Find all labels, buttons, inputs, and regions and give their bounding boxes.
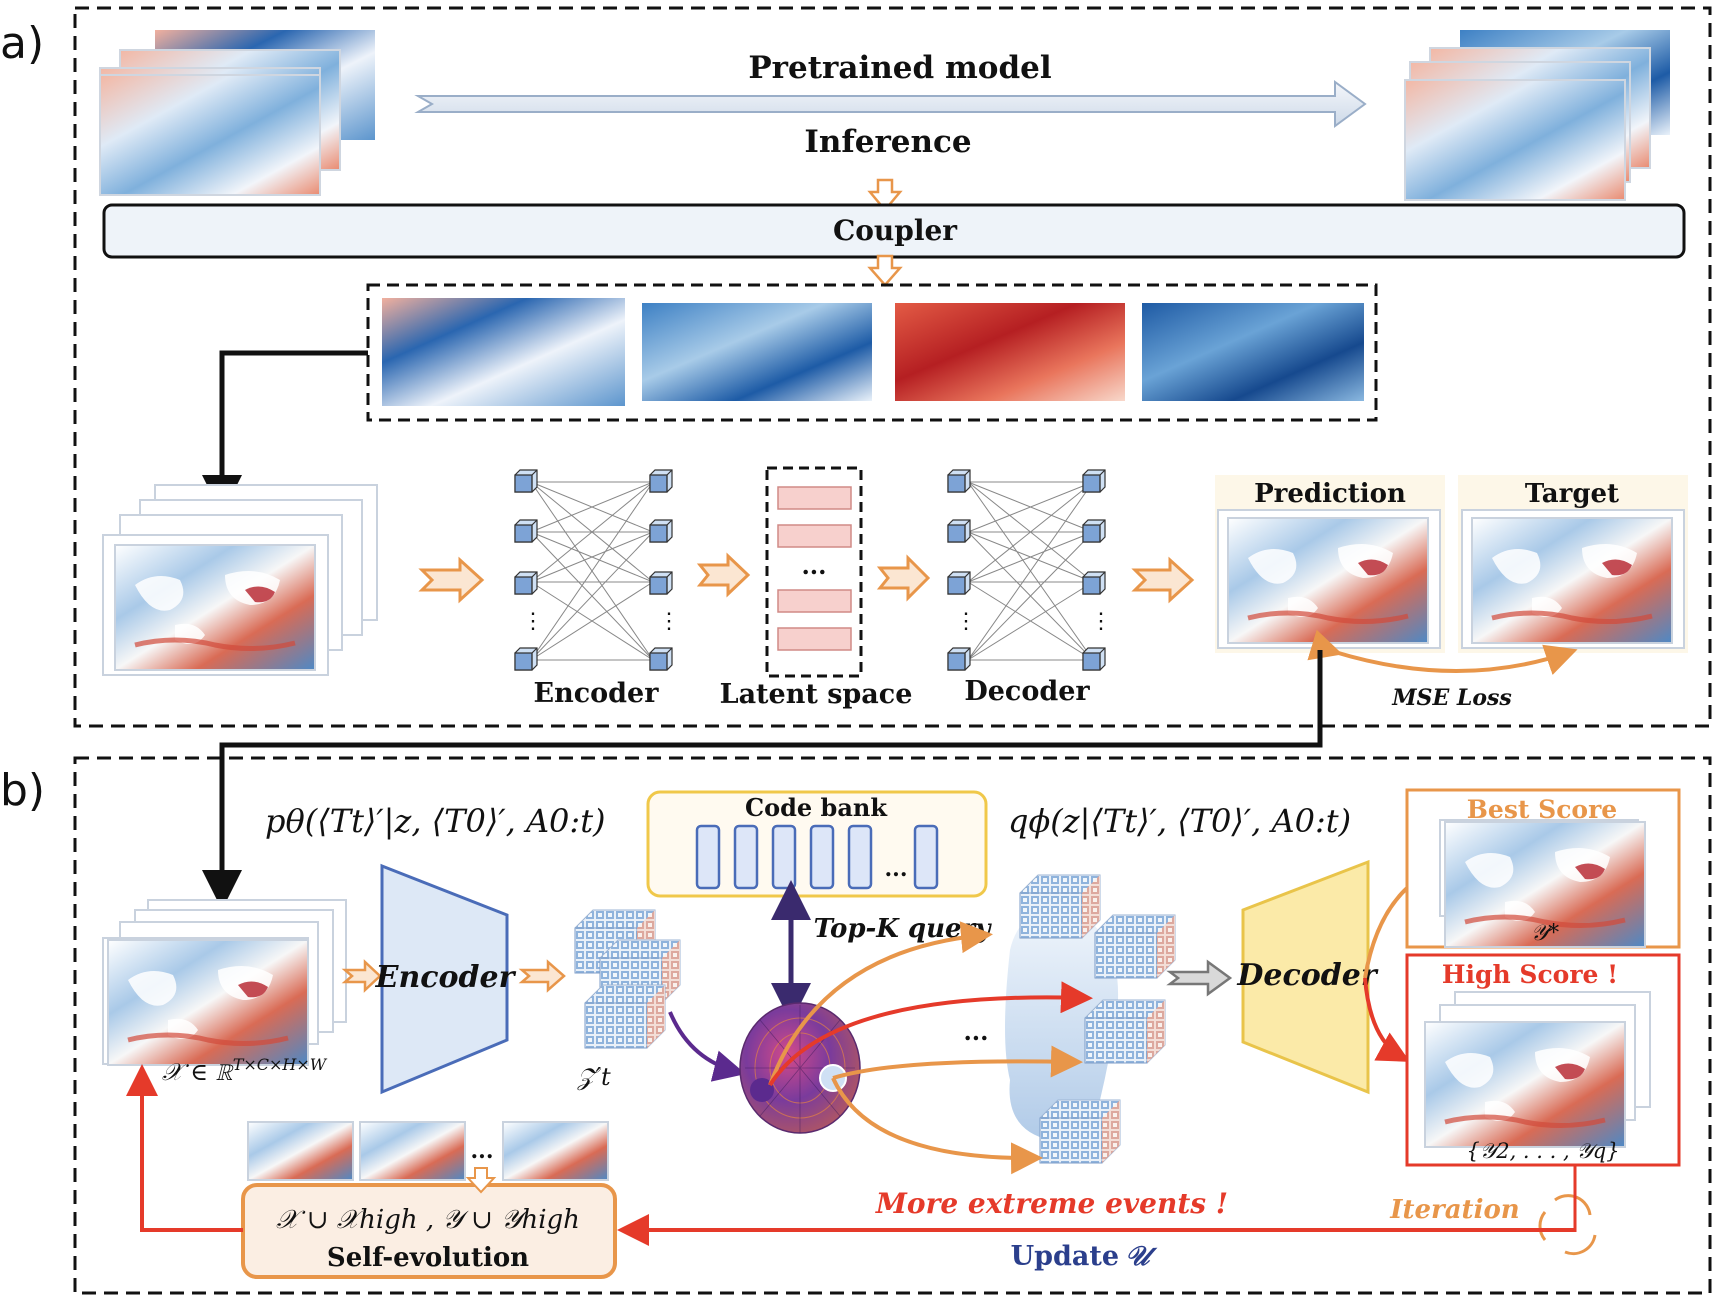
pretrained-arrow [414,80,1367,128]
flow-arrow-1 [418,556,485,604]
self-evolution-label: Self-evolution [327,1243,529,1273]
inference-label: Inference [804,124,971,160]
y-set-label: {𝒴2, . . . , 𝒴q} [1466,1139,1619,1163]
code-bank-label: Code bank [745,793,888,822]
z-to-manifold-arrow [668,1011,746,1082]
svg-text:⋮: ⋮ [522,609,544,634]
sample-arrow-4 [831,1077,1043,1175]
svg-text:⋮: ⋮ [1090,609,1112,634]
latent-ellipsis: ... [801,551,826,580]
high-score-arrow [1363,977,1411,1062]
latent-cube-z [574,909,681,1049]
query-point [750,1078,774,1102]
candidate-cube-4 [1039,1099,1121,1164]
prediction-label: Prediction [1254,479,1406,509]
candidate-cube-3 [1084,999,1166,1064]
prediction-map [1217,509,1441,649]
output-map-stack [1404,30,1670,201]
encoder-network [530,481,654,661]
candidates-ellipsis: ... [963,1017,988,1046]
decoder-label-b: Decoder [1236,958,1378,993]
panel-b-border [73,756,1712,1295]
input-map-stack-b [102,899,347,1065]
high-score-label: High Score ! [1442,960,1618,989]
z-latent-label: 𝒵′t [576,1063,611,1091]
to-decoder-arrow [1166,959,1233,997]
sample-arrow-3 [832,1045,1083,1080]
maps-to-stack-arrow [202,350,368,515]
decoder-block [1241,859,1370,1095]
prediction-to-panel-b-arrow [202,650,1323,910]
augmented-map-3 [502,1121,609,1181]
augmented-maps-ellipsis: ... [471,1138,494,1164]
encoder-block [380,863,509,1095]
iteration-label: Iteration [1389,1195,1519,1225]
more-extreme-label: More extreme events ! [875,1187,1228,1220]
maps-to-self-evolution-arrow [465,1167,497,1194]
latent-manifold [739,1002,861,1134]
self-evolution-feedback-arrow [126,1064,243,1232]
self-evolution-formula: 𝒳 ∪ 𝒳high , 𝒴 ∪ 𝒴high [276,1205,580,1235]
decoder-nodes: ⋮ ⋮ [947,469,1112,671]
topk-query-label: Top-K query [814,914,993,944]
augmented-map-2 [359,1121,466,1181]
high-score-map-stack [1425,991,1651,1147]
encoder-nodes: ⋮ ⋮ [514,469,680,671]
svg-text:⋮: ⋮ [658,609,680,634]
panel-a-border [73,6,1712,728]
flow-arrow-4 [1131,556,1195,604]
candidate-cube-1 [1019,874,1101,939]
training-map-stack [102,484,378,676]
variable-map-3 [895,303,1125,401]
target-map [1461,509,1685,649]
coupler-label: Coupler [833,214,958,247]
panel-b-label: b) [0,765,45,816]
decoder-network [967,481,1094,661]
y-star-label: 𝒴* [1531,921,1559,946]
code-bank-ellipsis: ... [885,856,908,882]
decoder-label-a: Decoder [964,676,1090,707]
best-score-map [1439,819,1645,947]
panel-a-label: a) [0,18,44,69]
candidate-region [1005,909,1119,1142]
input-map-stack [99,30,375,196]
sample-arrow-2 [768,981,1093,1087]
latent-cell-1 [777,486,852,510]
variable-maps-box [366,283,1378,422]
candidate-cube-2 [1094,914,1176,979]
latent-space-box [765,466,863,678]
panel-b: b) pθ(⟨Tt⟩′|z, ⟨T0⟩′, A0:t) qϕ(z|⟨Tt⟩′, … [0,756,1712,1295]
variable-map-2 [642,303,872,401]
latent-space-label: Latent space [720,679,913,710]
pretrained-model-label: Pretrained model [748,50,1051,86]
p-theta-formula: pθ(⟨Tt⟩′|z, ⟨T0⟩′, A0:t) [265,802,606,840]
code-bank-vectors [695,824,939,890]
latent-cell-2 [777,524,852,548]
coupler-down-arrow [867,254,903,287]
encoder-label-b: Encoder [375,960,517,995]
target-label: Target [1525,479,1619,509]
variable-map-1 [382,298,625,406]
flow-arrow-3 [876,554,931,602]
encoder-in-arrow [341,959,382,993]
latent-cell-4 [777,627,852,651]
variable-map-4 [1142,303,1364,401]
inference-down-arrow [867,178,903,212]
augmented-map-1 [247,1121,354,1181]
latent-cell-3 [777,589,852,613]
coupler-bar [102,203,1686,259]
encoder-label-a: Encoder [534,678,660,709]
encoder-out-arrow [518,959,566,993]
panel-a: a) Pretrained model Inference Coupler [0,6,1712,910]
sample-arrow-1 [768,921,993,1086]
flow-arrow-2 [696,552,751,598]
svg-text:⋮: ⋮ [955,609,977,634]
iteration-cycle-icon [1538,1194,1597,1256]
mse-loss-arrow [1307,629,1578,675]
q-phi-formula: qϕ(z|⟨Tt⟩′, ⟨T0⟩′, A0:t) [1008,802,1351,840]
mse-loss-label: MSE Loss [1391,685,1512,711]
x-space-label: 𝒳 ∈ ℝT×C×H×W [162,1055,328,1086]
